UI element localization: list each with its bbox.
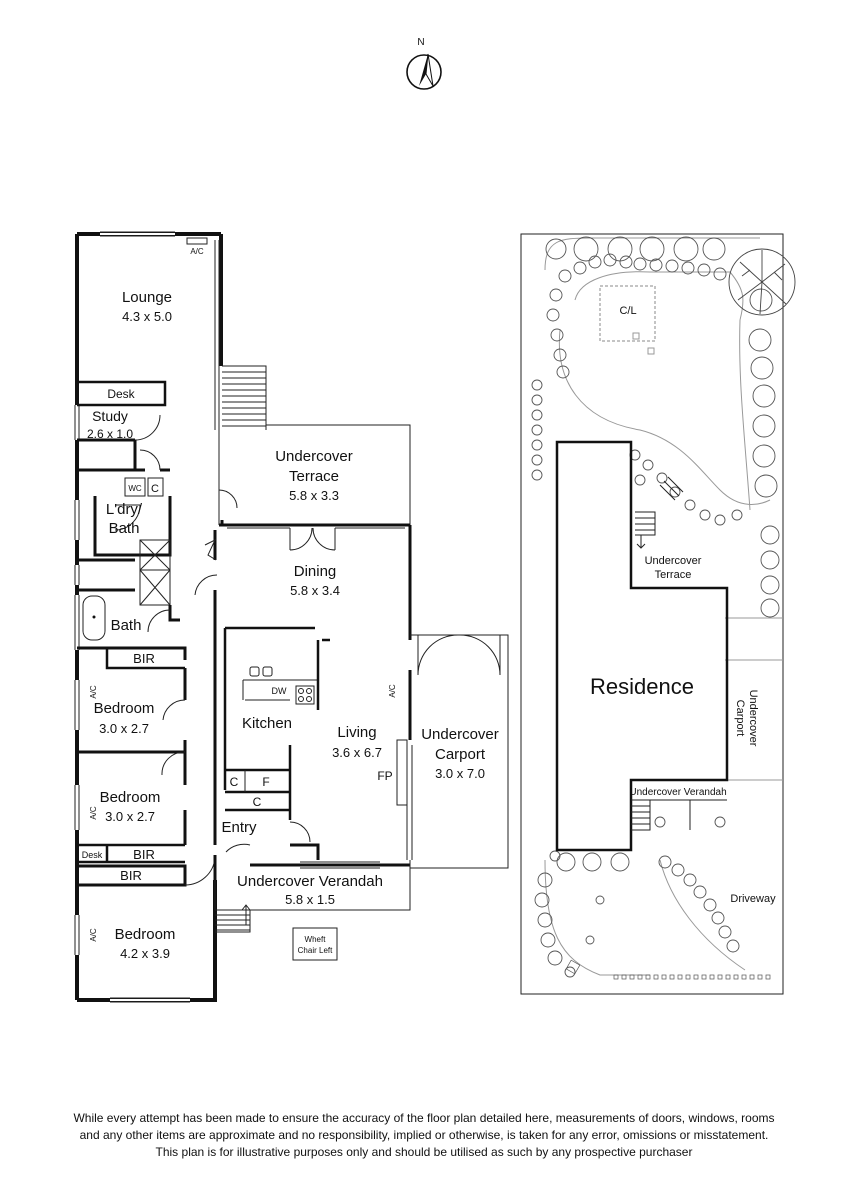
- living-ac-label: A/C: [388, 684, 397, 698]
- bedroom2-bir-label: BIR: [133, 847, 155, 862]
- floor-plan-labels: Lounge 4.3 x 5.0 A/C Desk Study 2.6 x 1.…: [82, 237, 499, 961]
- site-verandah-label: Undercover Verandah: [629, 787, 726, 798]
- terrace-label-line1: Undercover: [275, 448, 353, 465]
- carport-label-line1: Undercover: [421, 726, 499, 743]
- laundry-label-line1: L'dry/: [106, 501, 143, 518]
- terrace-label-line2: Terrace: [289, 468, 339, 485]
- entry-fridge-label: F: [262, 775, 269, 789]
- floor-plan-walls: [74, 231, 509, 1003]
- bedroom2-size: 3.0 x 2.7: [105, 809, 155, 824]
- compass-label: N: [417, 37, 424, 48]
- living-label: Living: [337, 724, 376, 741]
- kitchen-label: Kitchen: [242, 715, 292, 732]
- driveway-label: Driveway: [730, 893, 776, 905]
- bath-label: Bath: [111, 617, 142, 634]
- bedroom1-label: Bedroom: [94, 700, 155, 717]
- bedroom2-label: Bedroom: [100, 789, 161, 806]
- bedroom2-desk-label: Desk: [82, 850, 103, 860]
- carport-label-line2: Carport: [435, 746, 486, 763]
- bedroom2-ac-label: A/C: [89, 806, 98, 820]
- wc-label: WC: [128, 484, 142, 493]
- site-terrace-label-line2: Terrace: [655, 569, 692, 581]
- carport-size: 3.0 x 7.0: [435, 766, 485, 781]
- disclaimer-line-3: This plan is for illustrative purposes o…: [155, 1145, 693, 1159]
- entry-coat-cupboard-label: C: [253, 795, 262, 809]
- bedroom3-ac-label: A/C: [89, 928, 98, 942]
- entry-cupboard-label: C: [230, 775, 239, 789]
- wheelchair-lift-label-line2: Chair Left: [298, 946, 333, 955]
- study-desk-label: Desk: [107, 387, 135, 401]
- site-plan: [520, 233, 796, 995]
- disclaimer-line-1: While every attempt has been made to ens…: [73, 1111, 775, 1125]
- bedroom3-label: Bedroom: [115, 926, 176, 943]
- living-size: 3.6 x 6.7: [332, 745, 382, 760]
- ldry-cupboard-label: C: [151, 483, 159, 495]
- bedroom3-size: 4.2 x 3.9: [120, 946, 170, 961]
- disclaimer-line-2: and any other items are approximate and …: [79, 1128, 769, 1142]
- study-label: Study: [92, 408, 128, 424]
- laundry-label-line2: Bath: [109, 520, 140, 537]
- dining-size: 5.8 x 3.4: [290, 583, 340, 598]
- dishwasher-label: DW: [272, 686, 287, 696]
- bedroom1-bir-label: BIR: [133, 651, 155, 666]
- tree-icon: [728, 248, 796, 316]
- wheelchair-lift-label-line1: Wheft: [305, 935, 327, 944]
- terrace-size: 5.8 x 3.3: [289, 488, 339, 503]
- lounge-ac-label: A/C: [190, 247, 204, 256]
- bedroom1-size: 3.0 x 2.7: [99, 721, 149, 736]
- verandah-label: Undercover Verandah: [237, 873, 383, 890]
- site-carport-label-line2: Carport: [734, 700, 746, 737]
- bedroom1-ac-label: A/C: [89, 685, 98, 699]
- lounge-size: 4.3 x 5.0: [122, 309, 172, 324]
- bedroom3-bir-label: BIR: [120, 868, 142, 883]
- site-carport-label-line1: Undercover: [747, 690, 759, 747]
- verandah-size: 5.8 x 1.5: [285, 892, 335, 907]
- site-plan-labels: Residence C/L Undercover Terrace Underco…: [590, 305, 776, 905]
- fireplace-label: FP: [377, 769, 392, 783]
- disclaimer: While every attempt has been made to ens…: [40, 1110, 808, 1161]
- study-size: 2.6 x 1.0: [87, 427, 133, 441]
- north-compass-icon: N: [406, 37, 442, 90]
- entry-label: Entry: [221, 819, 257, 836]
- residence-label: Residence: [590, 674, 694, 699]
- dining-label: Dining: [294, 563, 337, 580]
- clothesline-label: C/L: [619, 305, 636, 317]
- lounge-label: Lounge: [122, 289, 172, 306]
- site-terrace-label-line1: Undercover: [645, 555, 702, 567]
